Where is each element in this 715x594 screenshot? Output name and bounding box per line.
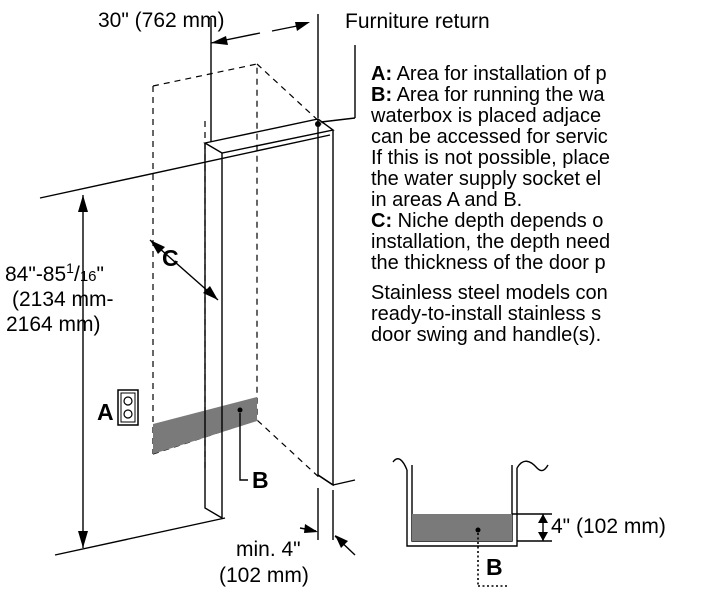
note-line-11: Stainless steel models con — [371, 282, 608, 304]
note-a: A: Area for installation of p — [371, 63, 607, 85]
letter-b-label: B — [252, 467, 269, 493]
note-line-13: door swing and handle(s). — [371, 324, 601, 346]
min-depth-dimension: min. 4" (102 mm) — [219, 479, 356, 587]
furniture-return-label: Furniture return — [345, 10, 490, 33]
note-line-6: the water supply socket el — [371, 168, 601, 190]
height-dimension-label-line2: (2134 mm- — [12, 288, 114, 311]
area-b-callout: B — [237, 407, 269, 493]
note-line-10: the thickness of the door p — [371, 252, 606, 274]
note-line-12: ready-to-install stainless s — [371, 303, 601, 325]
notes-block: A: Area for installation of p B: Area fo… — [370, 63, 610, 346]
note-line-9: installation, the depth need — [371, 231, 610, 253]
inset-dimension-label: 4" (102 mm) — [551, 515, 666, 538]
letter-a-label: A — [97, 399, 114, 425]
min-depth-label-line1: min. 4" — [236, 538, 301, 561]
height-dimension-label-line1: 84"-851/16" — [5, 260, 104, 286]
furniture-return-callout: Furniture return — [320, 10, 490, 123]
height-dimension-label-line3: 2164 mm) — [6, 313, 101, 336]
note-b: B: Area for running the wa — [371, 84, 605, 106]
width-dimension: 30" (762 mm) — [98, 9, 319, 142]
power-socket-icon — [117, 389, 139, 426]
area-a-callout: A — [97, 389, 139, 426]
height-dimension: 84"-851/16" (2134 mm- 2164 mm) — [5, 134, 331, 556]
width-dimension-label: 30" (762 mm) — [98, 9, 225, 32]
inset-shaded-area — [412, 514, 512, 541]
letter-c-label: C — [162, 245, 179, 271]
furniture-frame — [203, 118, 335, 520]
depth-c-callout: C — [149, 239, 219, 301]
note-line-7: in areas A and B. — [371, 189, 522, 211]
note-line-4: can be accessed for servic — [371, 126, 608, 148]
note-line-5: If this is not possible, place — [371, 147, 610, 169]
note-c: C: Niche depth depends o — [371, 210, 603, 232]
inset-section-detail: B 4" (102 mm) — [392, 458, 666, 587]
note-line-3: waterbox is placed adjace — [370, 105, 601, 127]
min-depth-label-line2: (102 mm) — [219, 564, 309, 587]
inset-b-label: B — [486, 554, 503, 580]
